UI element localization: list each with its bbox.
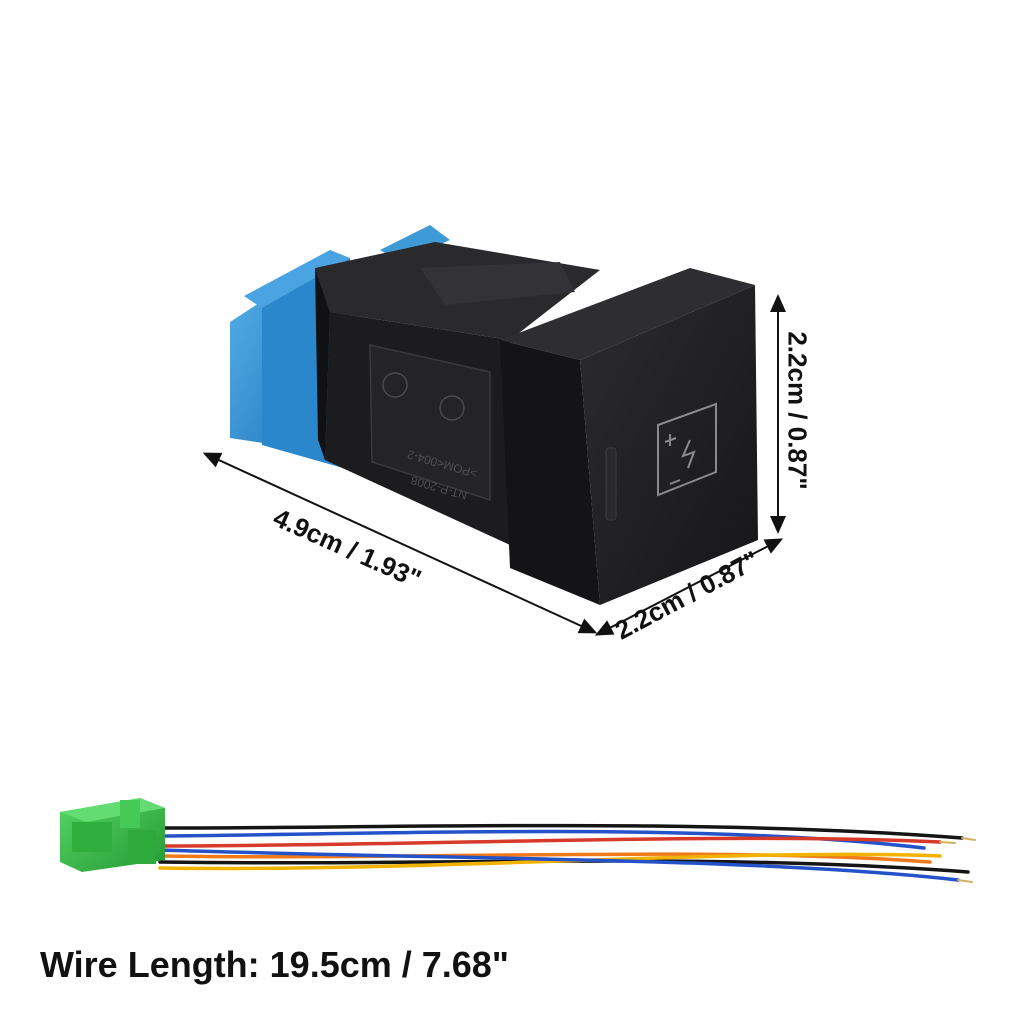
height-dimension-label: 2.2cm / 0.87" [782,331,813,490]
green-connector [60,798,165,872]
length-dimension-line [202,452,598,634]
battery-icon [657,402,717,497]
wire-length-label: Wire Length: 19.5cm / 7.68" [40,944,509,985]
indicator-led-icon [605,447,617,521]
wire-harness [158,823,976,883]
switch-cap [500,268,758,605]
width-dimension-line [594,538,784,636]
